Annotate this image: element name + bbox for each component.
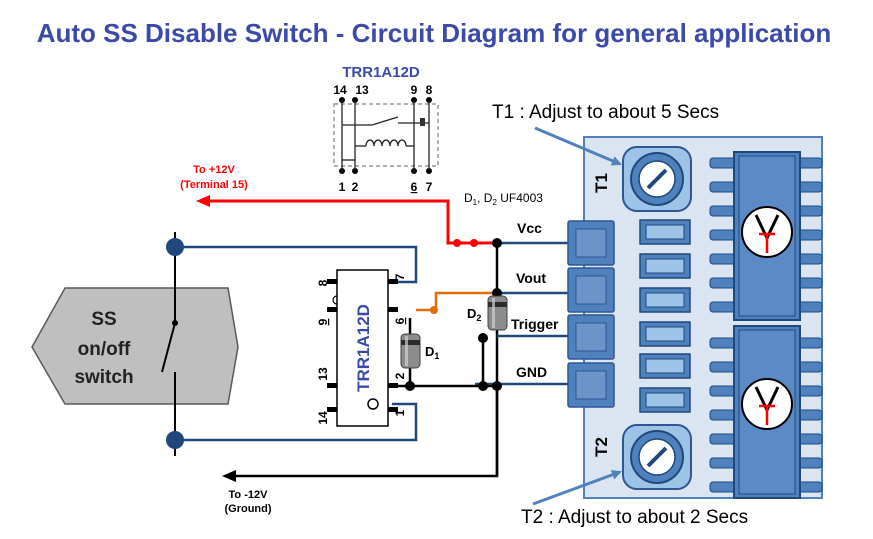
relay-ic-pin-label: 6	[393, 317, 407, 324]
ground-arrowhead	[222, 470, 236, 482]
timer-chip-2	[709, 325, 823, 499]
relay-schematic-outline	[333, 103, 439, 167]
relay-ic: TRR1A12D 8 9 13 14 7 6 2 1	[316, 269, 407, 427]
switch-label-line2: on/off	[78, 339, 131, 360]
switch-label-line3: switch	[74, 367, 133, 388]
trigger-label: Trigger	[511, 316, 559, 332]
relay-schematic-name: TRR1A12D	[342, 64, 420, 81]
d1-label: D1	[425, 344, 439, 361]
plus12v-wire	[210, 199, 495, 245]
t1-adjust-note: T1 : Adjust to about 5 Secs	[492, 102, 719, 123]
relay-ic-pin-label: 7	[393, 273, 407, 280]
switch-bottom-wire	[175, 402, 418, 442]
relay-pin-label: 13	[355, 83, 369, 97]
trimmer-t1	[622, 146, 692, 212]
t2-label: T2	[592, 437, 611, 457]
timer-board: T1 T2	[567, 136, 823, 499]
relay-ic-pin1-mark	[367, 398, 379, 410]
switch-box	[31, 287, 239, 405]
d2-label: D2	[467, 306, 481, 323]
vout-label: Vout	[516, 270, 546, 286]
plus12v-arrowhead	[196, 195, 210, 207]
relay-pin-label: 2	[352, 180, 359, 194]
orange-wire	[416, 291, 497, 312]
relay-pin-label: 7	[426, 180, 433, 194]
trimmer-t2	[622, 424, 692, 490]
diode-d1	[400, 333, 421, 369]
switch-top-wire	[175, 245, 418, 284]
t1-label: T1	[592, 173, 611, 193]
plus12v-label-line2: (Terminal 15)	[180, 179, 248, 191]
relay-ic-pin-label: 14	[316, 411, 330, 425]
relay-ic-pin-label: 2	[393, 372, 407, 379]
minus12v-label-line2: (Ground)	[224, 503, 271, 515]
relay-ic-pin-label: 1	[393, 409, 407, 416]
relay-pin-label: 1	[339, 180, 346, 194]
t1-pointer-arrow	[534, 126, 622, 166]
vcc-label: Vcc	[517, 220, 542, 236]
relay-ic-pin-label: 8	[316, 279, 330, 286]
junction-dots	[405, 238, 502, 391]
relay-ic-name: TRR1A12D	[354, 304, 373, 392]
t2-adjust-note: T2 : Adjust to about 2 Secs	[521, 507, 748, 528]
ground-wire	[236, 386, 499, 478]
gnd-label: GND	[516, 364, 547, 380]
switch-terminal-top	[166, 238, 184, 256]
relay-ic-body	[336, 269, 389, 427]
relay-ic-pin-label: 9	[316, 318, 330, 325]
relay-pin-label: 8	[426, 83, 433, 97]
switch-label-line1: SS	[91, 309, 116, 330]
minus12v-label-line1: To -12V	[229, 489, 269, 501]
switch-terminal-bottom	[166, 431, 184, 449]
plus12v-label-line1: To +12V	[193, 164, 235, 176]
relay-pin-label: 6	[411, 180, 418, 194]
diodes-label: D1, D2 UF4003	[464, 191, 543, 207]
ss-switch: SS on/off switch	[31, 232, 239, 456]
relay-pin-label: 14	[333, 83, 347, 97]
relay-schematic: TRR1A12D 14 13 9 8 1 2 6 7	[333, 64, 439, 194]
diode-d2	[487, 295, 508, 331]
t2-pointer-arrow	[532, 470, 622, 506]
relay-ic-pin-label: 13	[316, 367, 330, 381]
relay-pin-label: 9	[411, 83, 418, 97]
relay-diode-mark	[420, 118, 425, 126]
page-title: Auto SS Disable Switch - Circuit Diagram…	[37, 18, 832, 48]
timer-chip-1	[709, 151, 823, 321]
